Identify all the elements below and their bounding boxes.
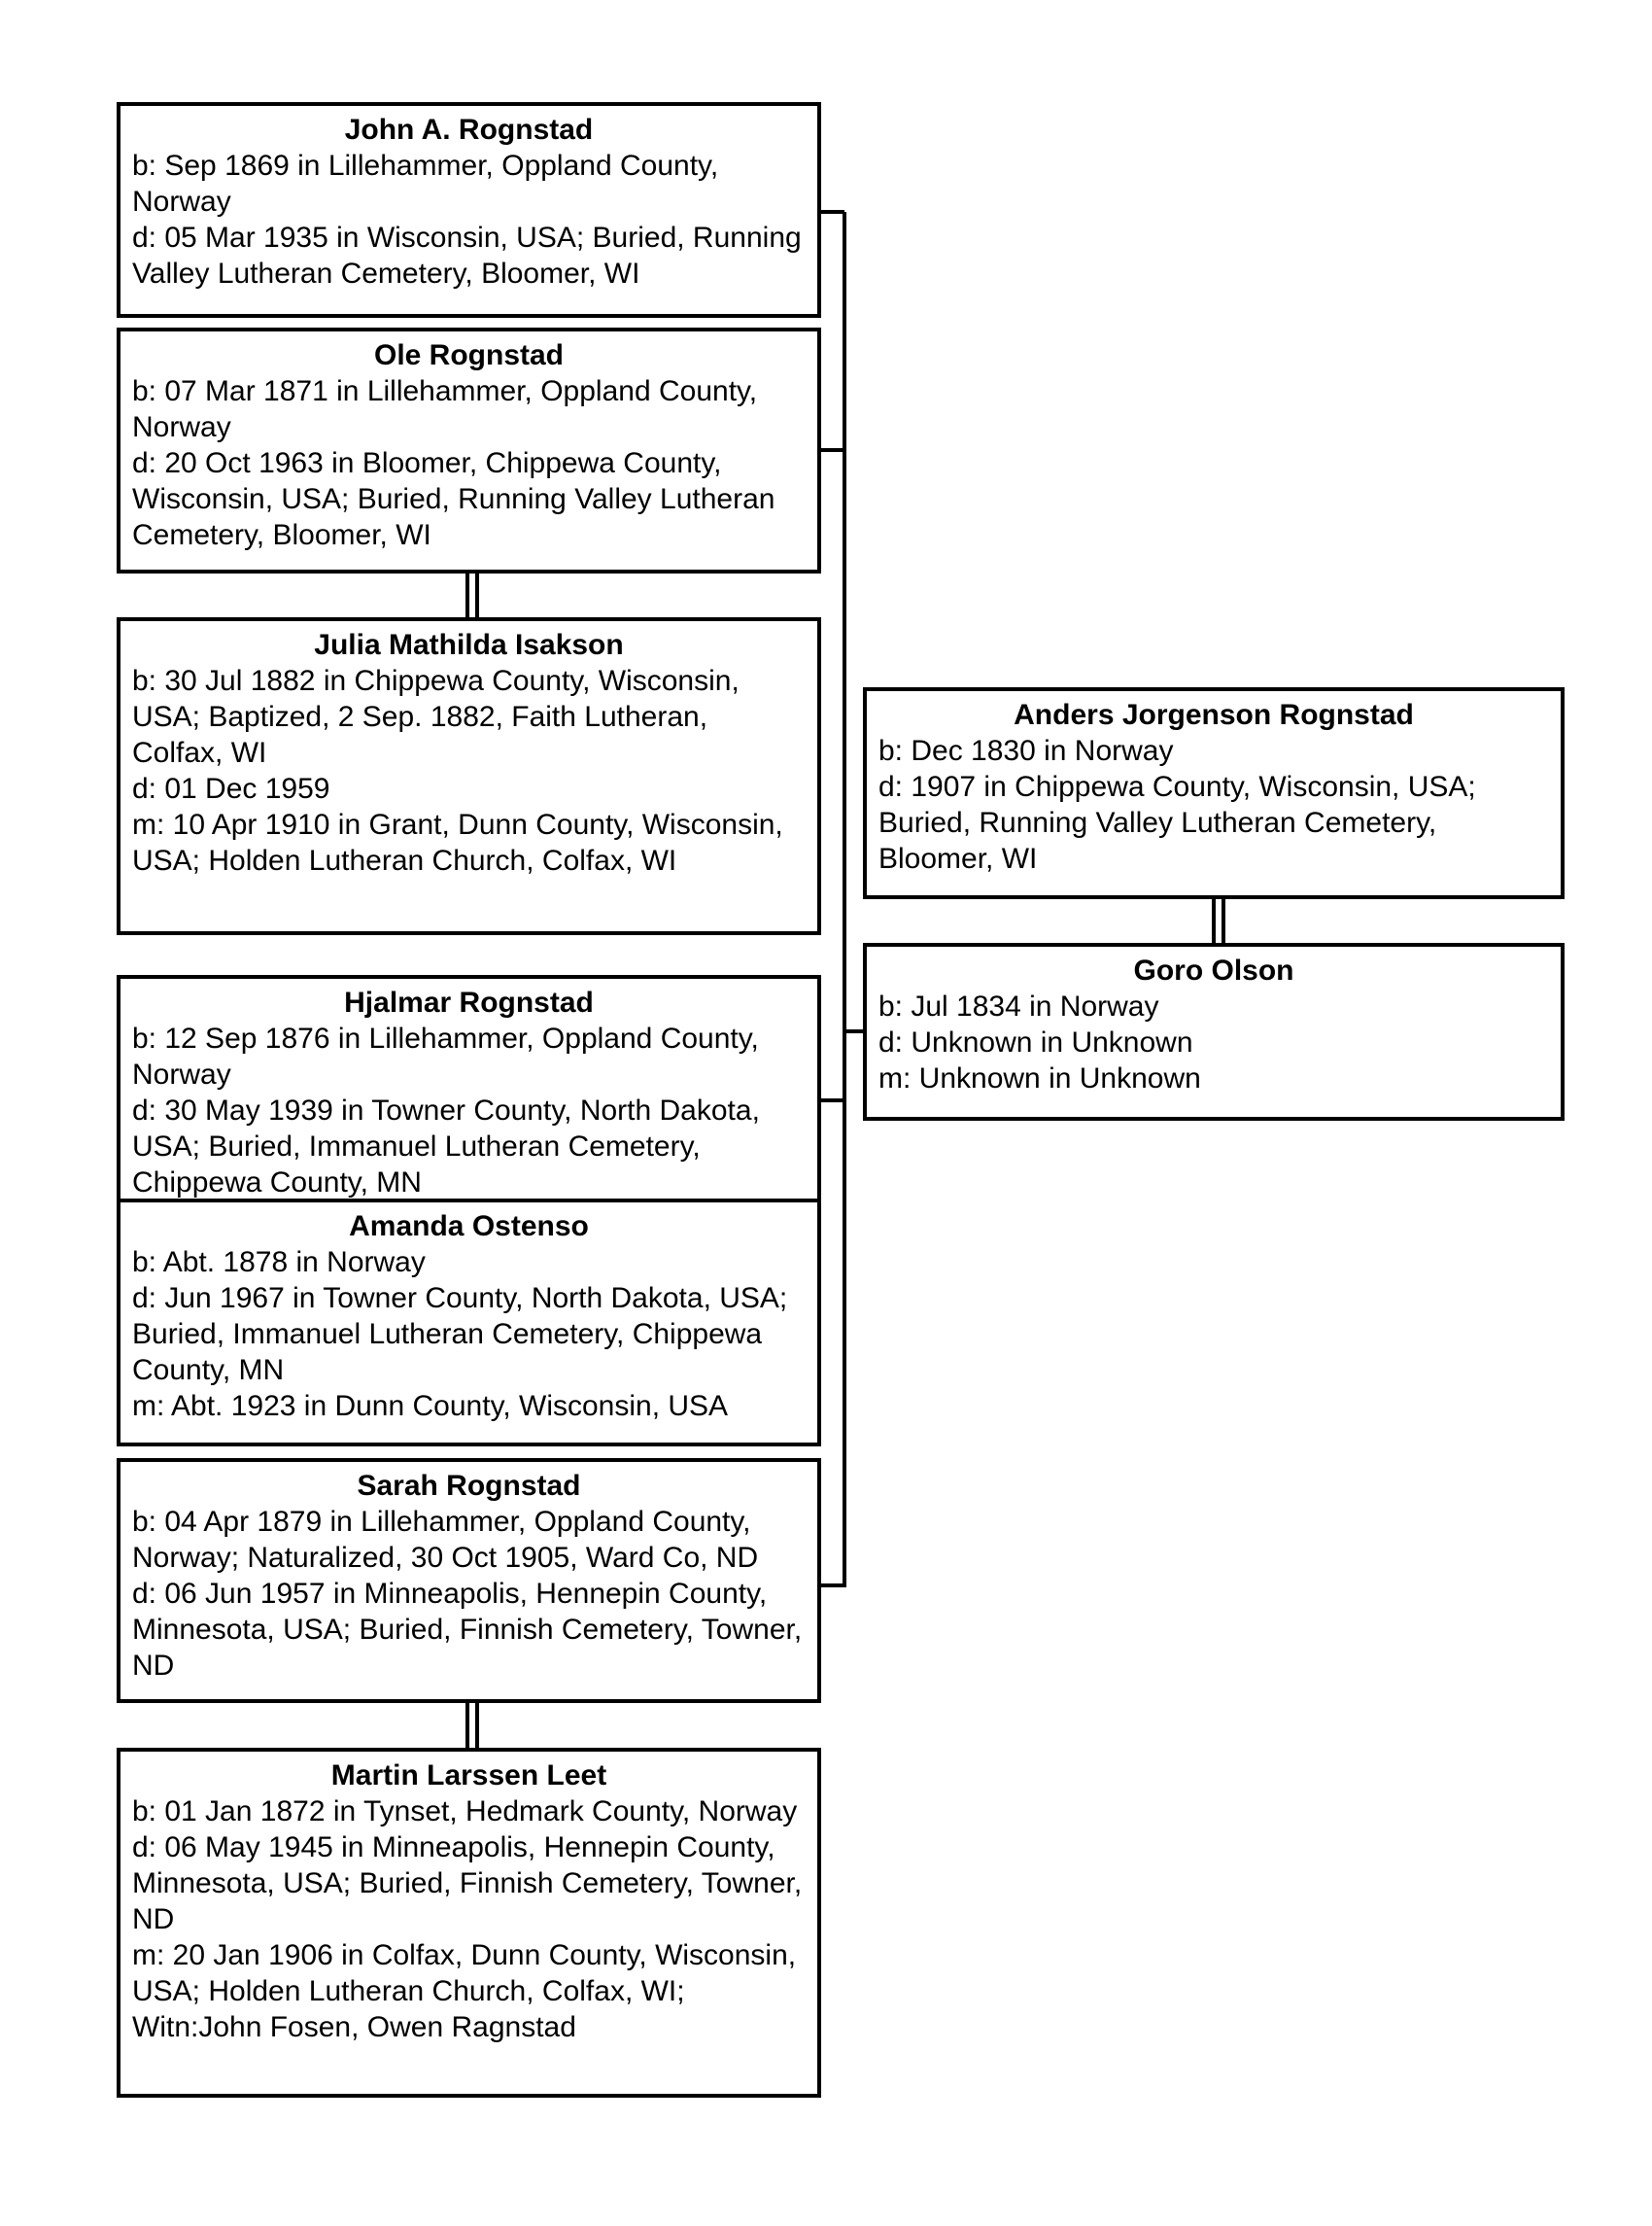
person-marriage: m: 20 Jan 1906 in Colfax, Dunn County, W… [132, 1939, 797, 2043]
sibling-trunk-line [843, 212, 846, 1587]
person-death: d: 06 May 1945 in Minneapolis, Hennepin … [132, 1831, 803, 1935]
person-marriage: m: 10 Apr 1910 in Grant, Dunn County, Wi… [132, 809, 783, 877]
person-name: Hjalmar Rognstad [344, 987, 594, 1019]
person-birth: b: 12 Sep 1876 in Lillehammer, Oppland C… [132, 1023, 759, 1091]
person-marriage: m: Abt. 1923 in Dunn County, Wisconsin, … [132, 1390, 729, 1422]
person-box-ole-rognstad[interactable]: Ole Rognstad b: 07 Mar 1871 in Lillehamm… [117, 328, 821, 574]
person-box-anders-jorgenson-rognstad[interactable]: Anders Jorgenson Rognstad b: Dec 1830 in… [863, 687, 1565, 899]
connector-ole-to-trunk [818, 448, 844, 452]
marriage-line-anders-goro-left [1212, 899, 1216, 943]
person-name: Sarah Rognstad [357, 1470, 581, 1502]
person-box-sarah-rognstad[interactable]: Sarah Rognstad b: 04 Apr 1879 in Lilleha… [117, 1458, 821, 1703]
marriage-line-sarah-martin-left [465, 1703, 469, 1748]
connector-hjalmar-to-trunk [818, 1098, 844, 1102]
connector-john-to-trunk [818, 210, 844, 214]
person-death: d: 1907 in Chippewa County, Wisconsin, U… [878, 771, 1476, 875]
person-box-julia-mathilda-isakson[interactable]: Julia Mathilda Isakson b: 30 Jul 1882 in… [117, 617, 821, 935]
person-box-john-a-rognstad[interactable]: John A. Rognstad b: Sep 1869 in Lilleham… [117, 102, 821, 318]
person-death: d: 20 Oct 1963 in Bloomer, Chippewa Coun… [132, 447, 775, 551]
person-death: d: Jun 1967 in Towner County, North Dako… [132, 1282, 788, 1386]
person-birth: b: Jul 1834 in Norway [878, 991, 1159, 1023]
person-box-martin-larssen-leet[interactable]: Martin Larssen Leet b: 01 Jan 1872 in Ty… [117, 1748, 821, 2098]
marriage-line-ole-julia-right [475, 574, 479, 617]
marriage-line-anders-goro-right [1222, 899, 1225, 943]
person-name: Ole Rognstad [373, 339, 564, 371]
person-name: Martin Larssen Leet [330, 1759, 607, 1791]
person-birth: b: 01 Jan 1872 in Tynset, Hedmark County… [132, 1795, 798, 1827]
marriage-line-sarah-martin-right [475, 1703, 479, 1748]
person-marriage: m: Unknown in Unknown [878, 1062, 1201, 1095]
person-death: d: 06 Jun 1957 in Minneapolis, Hennepin … [132, 1578, 803, 1682]
person-box-goro-olson[interactable]: Goro Olson b: Jul 1834 in Norway d: Unkn… [863, 943, 1565, 1121]
marriage-line-ole-julia-left [465, 574, 469, 617]
person-box-hjalmar-rognstad[interactable]: Hjalmar Rognstad b: 12 Sep 1876 in Lille… [117, 975, 821, 1199]
person-death: d: Unknown in Unknown [878, 1026, 1193, 1059]
person-birth: b: Abt. 1878 in Norway [132, 1246, 426, 1278]
person-name: Goro Olson [1133, 955, 1294, 987]
person-birth: b: Dec 1830 in Norway [878, 735, 1174, 767]
person-birth: b: 30 Jul 1882 in Chippewa County, Wisco… [132, 665, 740, 769]
person-name: John A. Rognstad [344, 114, 594, 146]
person-death: d: 01 Dec 1959 [132, 773, 330, 805]
person-birth: b: 04 Apr 1879 in Lillehammer, Oppland C… [132, 1506, 759, 1574]
person-birth: b: Sep 1869 in Lillehammer, Oppland Coun… [132, 150, 719, 218]
connector-trunk-to-parents [844, 1029, 867, 1033]
person-name: Amanda Ostenso [349, 1210, 589, 1242]
connector-sarah-to-trunk [818, 1583, 844, 1587]
person-name: Julia Mathilda Isakson [314, 629, 624, 661]
person-box-amanda-ostenso[interactable]: Amanda Ostenso b: Abt. 1878 in Norway d:… [117, 1199, 821, 1446]
person-birth: b: 07 Mar 1871 in Lillehammer, Oppland C… [132, 375, 758, 443]
person-name: Anders Jorgenson Rognstad [1014, 699, 1414, 731]
person-death: d: 30 May 1939 in Towner County, North D… [132, 1095, 760, 1199]
person-death: d: 05 Mar 1935 in Wisconsin, USA; Buried… [132, 222, 802, 290]
